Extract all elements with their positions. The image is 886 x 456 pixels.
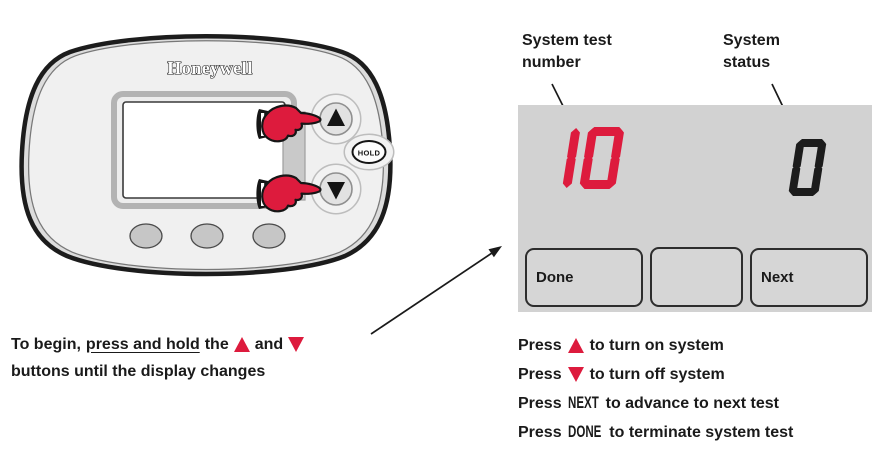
test-number-digits <box>562 127 624 189</box>
softkey-center[interactable] <box>190 223 224 249</box>
softkey-left[interactable] <box>129 223 163 249</box>
instruction-line-3: Press NEXT to advance to next test <box>518 389 793 418</box>
caption-underlined: press and hold <box>85 335 200 353</box>
instr1-after: to turn on system <box>589 336 724 354</box>
next-button-label: Next <box>761 269 794 286</box>
instr2-after: to turn off system <box>589 365 725 383</box>
next-button[interactable]: Next <box>750 248 868 307</box>
status-callout-line1: System <box>723 32 780 49</box>
test-number-callout-line1: System test <box>522 32 612 49</box>
instr4-before: Press <box>518 423 562 441</box>
thermostat-illustration: Honeywell HOLD <box>19 34 395 277</box>
instr4-after: to terminate system test <box>609 423 794 441</box>
instruction-line-2: Press to turn off system <box>518 360 793 389</box>
pointing-hand-top-icon <box>256 104 322 143</box>
down-triangle-icon <box>567 367 584 382</box>
done-key-label: DONE <box>567 423 601 441</box>
caption-line2: buttons until the display changes <box>11 362 266 380</box>
brand-logo: Honeywell <box>167 58 253 78</box>
instructions: Press to turn on system Press to turn of… <box>518 331 793 447</box>
done-button-label: Done <box>536 269 574 286</box>
up-arrow-icon <box>327 108 345 126</box>
instr1-before: Press <box>518 336 562 354</box>
hold-button-label: HOLD <box>358 149 381 158</box>
up-triangle-icon <box>233 337 250 352</box>
instr2-before: Press <box>518 365 562 383</box>
caption-before: To begin, <box>11 335 81 353</box>
down-button[interactable] <box>319 172 353 206</box>
caption-line1: To begin, press and hold the and <box>11 334 305 355</box>
instr3-after: to advance to next test <box>605 394 779 412</box>
test-number-callout: System test number <box>522 30 612 74</box>
instruction-line-1: Press to turn on system <box>518 331 793 360</box>
done-button[interactable]: Done <box>525 248 643 307</box>
middle-button[interactable] <box>650 247 743 307</box>
softkey-right[interactable] <box>252 223 286 249</box>
down-triangle-icon <box>288 337 305 352</box>
next-key-label: NEXT <box>567 394 599 412</box>
instr3-before: Press <box>518 394 562 412</box>
caption-between-icons: and <box>254 335 284 353</box>
pointing-hand-bottom-icon <box>256 174 322 213</box>
caption: To begin, press and hold the and buttons… <box>11 334 305 382</box>
status-digit <box>788 139 827 196</box>
down-arrow-icon <box>327 182 345 200</box>
instruction-line-4: Press DONE to terminate system test <box>518 418 793 447</box>
status-callout: System status <box>723 30 780 74</box>
display-panel: Done Next <box>518 105 872 312</box>
hold-button[interactable]: HOLD <box>351 140 387 164</box>
up-triangle-icon <box>567 338 584 353</box>
up-button[interactable] <box>319 102 353 136</box>
test-number-callout-line2: number <box>522 54 581 71</box>
status-callout-line2: status <box>723 54 771 71</box>
caption-after-underline: the <box>204 335 229 353</box>
